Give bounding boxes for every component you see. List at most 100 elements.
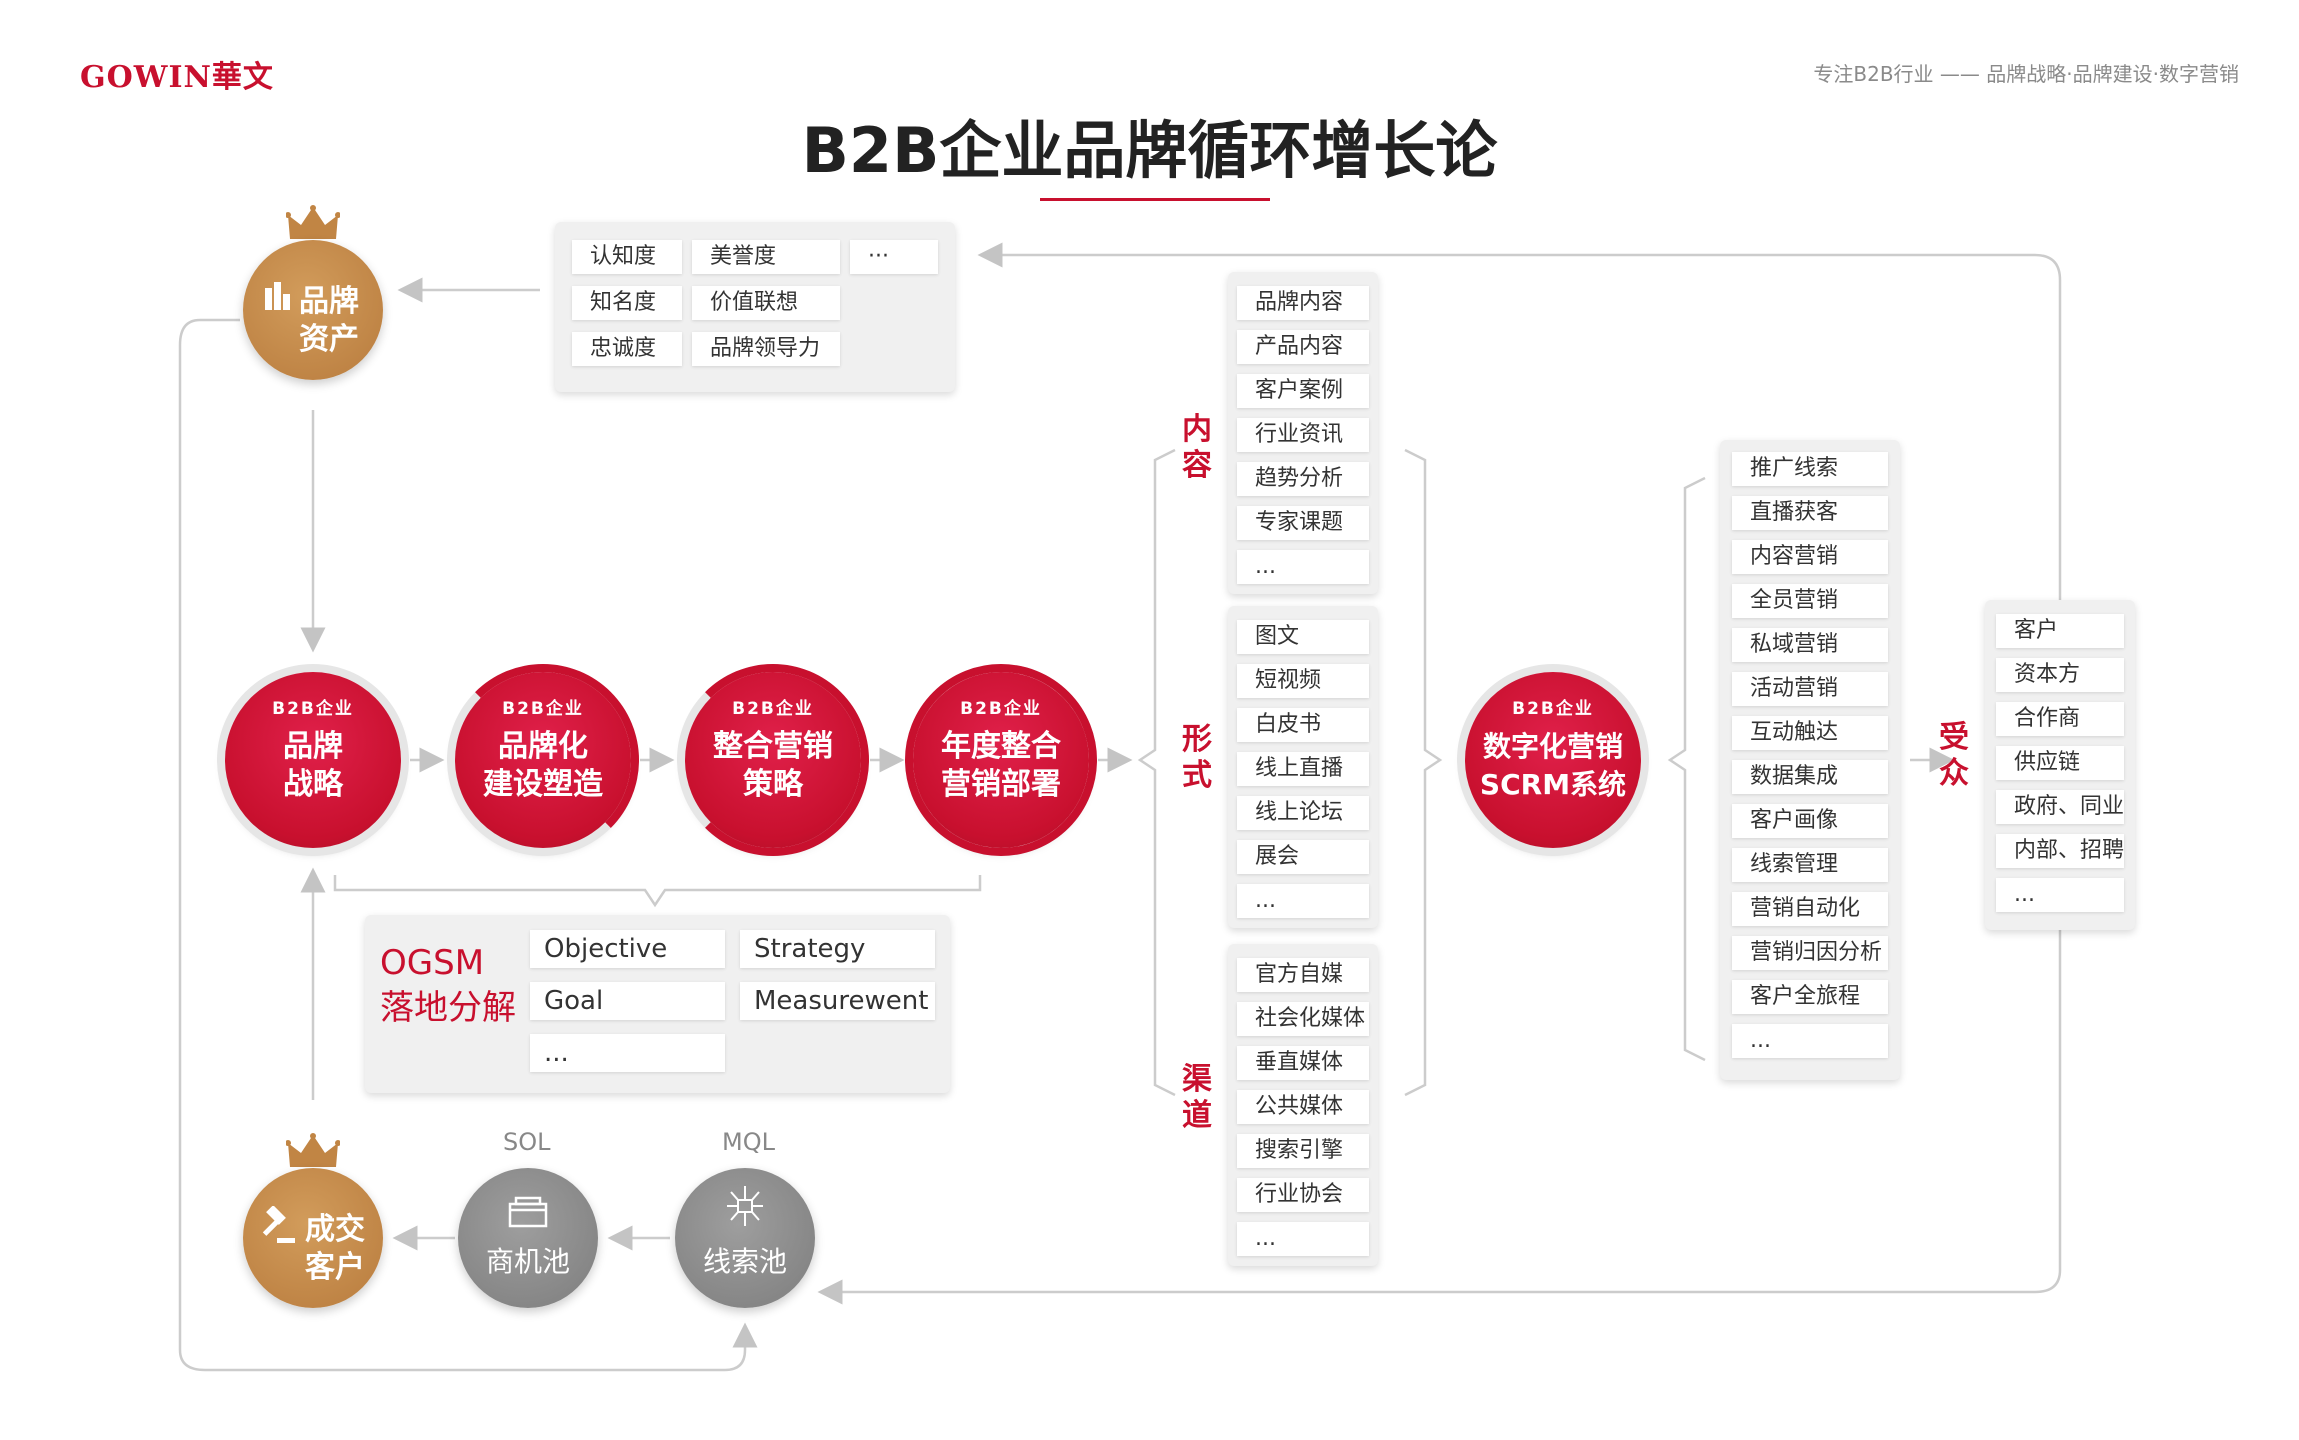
- step-top-label: B2B企业: [272, 699, 354, 719]
- customer-label1: 成交: [305, 1212, 365, 1247]
- box-icon: [508, 1196, 548, 1228]
- content-item: 品牌内容: [1237, 286, 1369, 320]
- progress-arc: [905, 664, 1097, 856]
- progress-arc: [677, 664, 869, 856]
- step-label-line1: 品牌: [283, 729, 343, 764]
- page-title: B2B企业品牌循环增长论: [801, 114, 1498, 187]
- step-label-line1: 整合营销: [713, 729, 833, 764]
- form-item: ...: [1237, 884, 1369, 918]
- opportunity-pool-label: 商机池: [485, 1245, 570, 1278]
- ogsm-item: Measurewent: [740, 982, 935, 1020]
- audience-item: 政府、同业: [1996, 790, 2124, 824]
- metric-chip: 知名度: [572, 286, 682, 320]
- step-label-line1: 品牌化: [498, 729, 588, 764]
- step-integrated-marketing: B2B企业 整合营销 策略: [677, 664, 869, 856]
- step-top-label: B2B企业: [960, 699, 1042, 719]
- step-brand-strategy: B2B企业 品牌 战略: [225, 672, 401, 848]
- form-item: 白皮书: [1237, 708, 1369, 742]
- content-item: 专家课题: [1237, 506, 1369, 540]
- form-item: 展会: [1237, 840, 1369, 874]
- feature-item: ...: [1732, 1024, 1888, 1058]
- form-label: 形式: [1182, 722, 1212, 793]
- ogsm-item: Objective: [530, 930, 725, 968]
- customer-label2: 客户: [305, 1250, 365, 1285]
- audience-item: 客户: [1996, 614, 2124, 648]
- form-item: 线上论坛: [1237, 796, 1369, 830]
- audience-item: 资本方: [1996, 658, 2124, 692]
- step-top-label: B2B企业: [502, 699, 584, 719]
- channel-item: 社会化媒体: [1237, 1002, 1369, 1036]
- audience-item: 供应链: [1996, 746, 2124, 780]
- brand-asset-label1: 品牌: [299, 284, 359, 319]
- content-label: 内容: [1182, 412, 1212, 483]
- ogsm-label2: 落地分解: [380, 988, 516, 1028]
- content-item: 产品内容: [1237, 330, 1369, 364]
- channel-item: 搜索引擎: [1237, 1134, 1369, 1168]
- scrm-label-line2: SCRM系统: [1479, 768, 1627, 801]
- scrm-top-label: B2B企业: [1512, 699, 1594, 719]
- content-item: 趋势分析: [1237, 462, 1369, 496]
- brand-logo: GOWIN華文: [80, 60, 274, 95]
- feature-item: 全员营销: [1732, 584, 1888, 618]
- feature-item: 互动触达: [1732, 716, 1888, 750]
- feature-item: 活动营销: [1732, 672, 1888, 706]
- step-annual-deployment: B2B企业 年度整合 营销部署: [905, 664, 1097, 856]
- channel-item: 公共媒体: [1237, 1090, 1369, 1124]
- feature-item: 线索管理: [1732, 848, 1888, 882]
- feature-item: 营销归因分析: [1732, 936, 1888, 970]
- content-item: 行业资讯: [1237, 418, 1369, 452]
- sql-tag: SOL: [503, 1128, 551, 1156]
- step-label-line1: 年度整合: [941, 729, 1061, 764]
- channel-item: 行业协会: [1237, 1178, 1369, 1212]
- scrm-label-line1: 数字化营销: [1482, 730, 1623, 763]
- lead-pool-label: 线索池: [702, 1245, 787, 1278]
- gavel-icon: [262, 1206, 295, 1243]
- step-label-line2: 营销部署: [941, 767, 1061, 802]
- mql-tag: MQL: [722, 1128, 775, 1156]
- audience-item: 内部、招聘: [1996, 834, 2124, 868]
- step-label-line2: 战略: [283, 767, 343, 802]
- step-label-line2: 建设塑造: [483, 767, 603, 802]
- audience-label: 受众: [1939, 720, 1969, 791]
- channel-item: 官方自媒: [1237, 958, 1369, 992]
- brand-asset-node: 品牌 资产: [243, 240, 383, 380]
- network-icon: [727, 1186, 763, 1226]
- progress-arc: [447, 664, 639, 856]
- content-item: 客户案例: [1237, 374, 1369, 408]
- building-chart-icon: [265, 282, 290, 310]
- ogsm-item: Strategy: [740, 930, 935, 968]
- crown-icon: [286, 1133, 340, 1167]
- lead-pool-node: 线索池: [675, 1168, 815, 1308]
- feature-item: 客户画像: [1732, 804, 1888, 838]
- channel-label: 渠道: [1182, 1062, 1212, 1133]
- step-top-label: B2B企业: [732, 699, 814, 719]
- ogsm-item: Goal: [530, 982, 725, 1020]
- channel-item: ...: [1237, 1222, 1369, 1256]
- step-brand-building: B2B企业 品牌化 建设塑造: [447, 664, 639, 856]
- feature-item: 客户全旅程: [1732, 980, 1888, 1014]
- metric-chip: 认知度: [572, 240, 682, 274]
- form-item: 短视频: [1237, 664, 1369, 698]
- metric-chip: 美誉度: [692, 240, 840, 274]
- metric-chip: 忠诚度: [572, 332, 682, 366]
- tagline: 专注B2B行业 —— 品牌战略·品牌建设·数字营销: [1813, 62, 2239, 86]
- channel-item: 垂直媒体: [1237, 1046, 1369, 1080]
- audience-item: ...: [1996, 878, 2124, 912]
- feature-item: 推广线索: [1732, 452, 1888, 486]
- form-item: 线上直播: [1237, 752, 1369, 786]
- feature-item: 数据集成: [1732, 760, 1888, 794]
- scrm-system-node: B2B企业 数字化营销 SCRM系统: [1465, 672, 1641, 848]
- feature-item: 内容营销: [1732, 540, 1888, 574]
- feature-item: 营销自动化: [1732, 892, 1888, 926]
- metric-chip: 品牌领导力: [692, 332, 840, 366]
- ogsm-label: OGSM: [380, 943, 485, 983]
- title-underline: [1040, 198, 1270, 201]
- content-item: ...: [1237, 550, 1369, 584]
- brand-asset-label2: 资产: [299, 322, 359, 357]
- form-item: 图文: [1237, 620, 1369, 654]
- ogsm-item: ...: [530, 1034, 725, 1072]
- deal-customer-node: 成交 客户: [243, 1168, 383, 1308]
- audience-item: 合作商: [1996, 702, 2124, 736]
- step-label-line2: 策略: [743, 767, 803, 802]
